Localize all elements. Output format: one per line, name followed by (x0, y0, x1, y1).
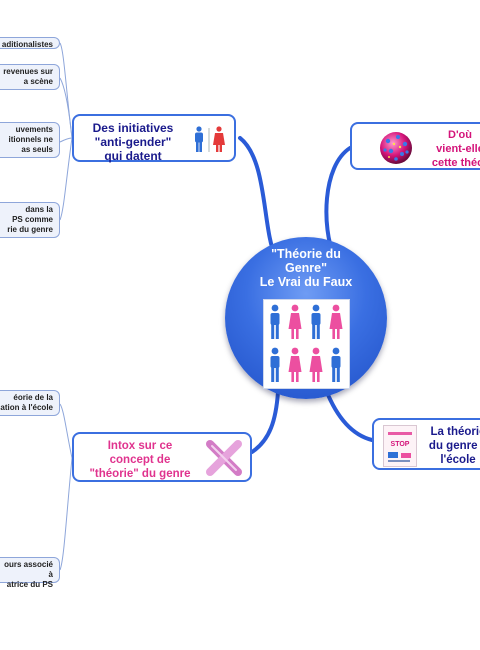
leaf-theorie-a-l-ecole[interactable]: éorie de la ation à l'école (0, 390, 60, 416)
leaf-text: revenues sur (3, 67, 53, 76)
man-icon (309, 304, 323, 340)
branch-initiatives-anti-gender[interactable]: Des initiatives "anti-gender" qui datent (72, 114, 236, 163)
connector-initiatives (238, 136, 278, 260)
central-node[interactable]: "Théorie du Genre" Le Vrai du Faux (225, 237, 387, 399)
branch-text: La théorie (430, 426, 480, 438)
connector-ecole (324, 388, 374, 442)
branch-text: "théorie" du genre (89, 468, 191, 480)
branch-text: l'école (440, 454, 476, 466)
people-group-icon (263, 299, 350, 389)
branch-text: du genre à (428, 440, 480, 452)
leaf-traditionalistes[interactable]: aditionalistes (0, 37, 60, 49)
connector-leaf-l4 (59, 137, 73, 221)
central-title: "Théorie du Genre" Le Vrai du Faux (225, 247, 387, 289)
virus-ball-icon (380, 132, 412, 164)
branch-intox-concept[interactable]: Intox sur ce concept de "théorie" du gen… (72, 432, 252, 482)
stop-label: STOP (390, 441, 410, 448)
branch-text: Des initiatives (92, 121, 174, 135)
connector-intox (250, 390, 280, 454)
branch-theorie-ecole[interactable]: STOP La théorie du genre à l'école (372, 418, 480, 470)
woman-icon (309, 347, 323, 383)
connector-leaf-l5 (59, 403, 73, 459)
branch-text: Intox sur ce (107, 440, 173, 452)
leaf-revenues-sur-la-scene[interactable]: revenues sur a scène (0, 64, 60, 90)
leaf-text: ation à l'école (0, 403, 53, 412)
woman-icon (329, 304, 343, 340)
stop-poster-icon: STOP (383, 425, 417, 467)
man-icon (268, 347, 282, 383)
leaf-text: itionnels ne (8, 135, 53, 144)
branch-origine-theorie[interactable]: D'où vient-elle cette théor (350, 122, 480, 170)
leaf-text: dans la (25, 205, 53, 214)
leaf-text: éorie de la (13, 393, 53, 402)
man-icon (268, 304, 282, 340)
leaf-text: aditionalistes (1, 40, 53, 49)
man-icon (329, 347, 343, 383)
leaf-text: a scène (23, 77, 53, 86)
central-title-line: "Théorie du (271, 247, 341, 261)
leaf-ps-comme-theorie[interactable]: dans la PS comme rie du genre (0, 202, 60, 238)
branch-text: D'où (448, 129, 472, 141)
branch-text: qui datent (104, 149, 162, 163)
leaf-text: atrice du PS (6, 580, 53, 589)
connector-leaf-l3 (59, 137, 73, 143)
branch-text: "anti-gender" (94, 135, 172, 149)
central-title-line: Le Vrai du Faux (259, 275, 353, 289)
leaf-text: ours associé à (4, 560, 53, 579)
central-title-line: Genre" (284, 261, 328, 275)
restroom-man-woman-icon (195, 126, 225, 152)
pink-cross-icon (206, 440, 242, 476)
leaf-text: uvements (15, 125, 53, 134)
leaf-text: as seuls (21, 145, 53, 154)
connector-leaf-l6 (59, 457, 73, 571)
branch-text: vient-elle (436, 143, 480, 155)
branch-text: concept de (109, 454, 171, 466)
leaf-text: PS comme (12, 215, 53, 224)
leaf-mouvements-traditionnels[interactable]: uvements itionnels ne as seuls (0, 122, 60, 158)
leaf-discours-associe-ps[interactable]: ours associé à atrice du PS (0, 557, 60, 589)
connector-leaf-l2 (59, 77, 73, 139)
woman-icon (288, 347, 302, 383)
woman-icon (288, 304, 302, 340)
leaf-text: rie du genre (7, 225, 53, 234)
branch-text: cette théor (431, 157, 480, 169)
